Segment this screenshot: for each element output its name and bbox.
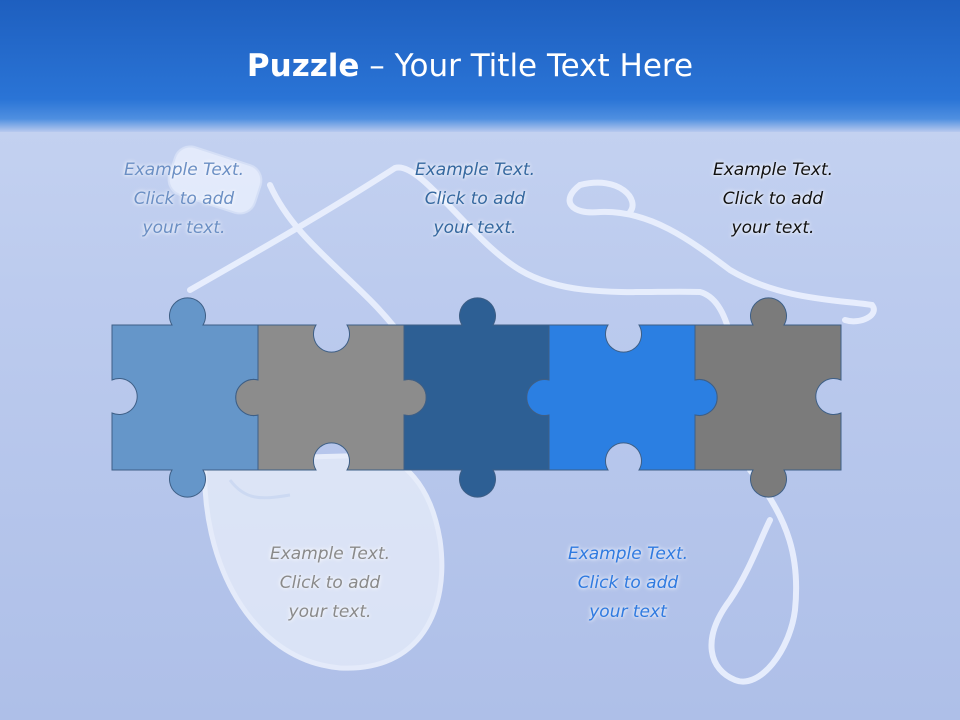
caption-2-line-2: Click to add [424,189,526,209]
puzzle-piece-5[interactable] [694,297,842,498]
caption-3-line-2: Click to add [722,189,824,209]
caption-5-line-2: Click to add [577,573,679,593]
caption-2-line-3: your text. [433,218,517,238]
caption-5-line-3: your text [589,602,667,622]
caption-1-line-2: Click to add [133,189,235,209]
puzzle-piece-1[interactable] [111,297,259,498]
caption-4-line-1: Example Text. [269,544,391,564]
caption-5-line-1: Example Text. [567,544,689,564]
caption-2[interactable]: Example Text. Click to add your text. [385,156,565,243]
title-bold: Puzzle [246,48,360,84]
puzzle-piece-2[interactable] [235,324,427,471]
puzzle-piece-4[interactable] [526,324,718,471]
caption-3[interactable]: Example Text. Click to add your text. [683,156,863,243]
caption-4-line-3: your text. [288,602,372,622]
caption-2-line-1: Example Text. [414,160,536,180]
caption-3-line-3: your text. [731,218,815,238]
caption-3-line-1: Example Text. [712,160,834,180]
slide-title[interactable]: Puzzle – Your Title Text Here [0,48,940,84]
title-rest: – Your Title Text Here [359,48,694,84]
caption-5[interactable]: Example Text. Click to add your text [538,540,718,627]
caption-1-line-3: your text. [142,218,226,238]
title-bar [0,0,960,132]
caption-4-line-2: Click to add [279,573,381,593]
caption-1-line-1: Example Text. [123,160,245,180]
caption-1[interactable]: Example Text. Click to add your text. [94,156,274,243]
caption-4[interactable]: Example Text. Click to add your text. [240,540,420,627]
